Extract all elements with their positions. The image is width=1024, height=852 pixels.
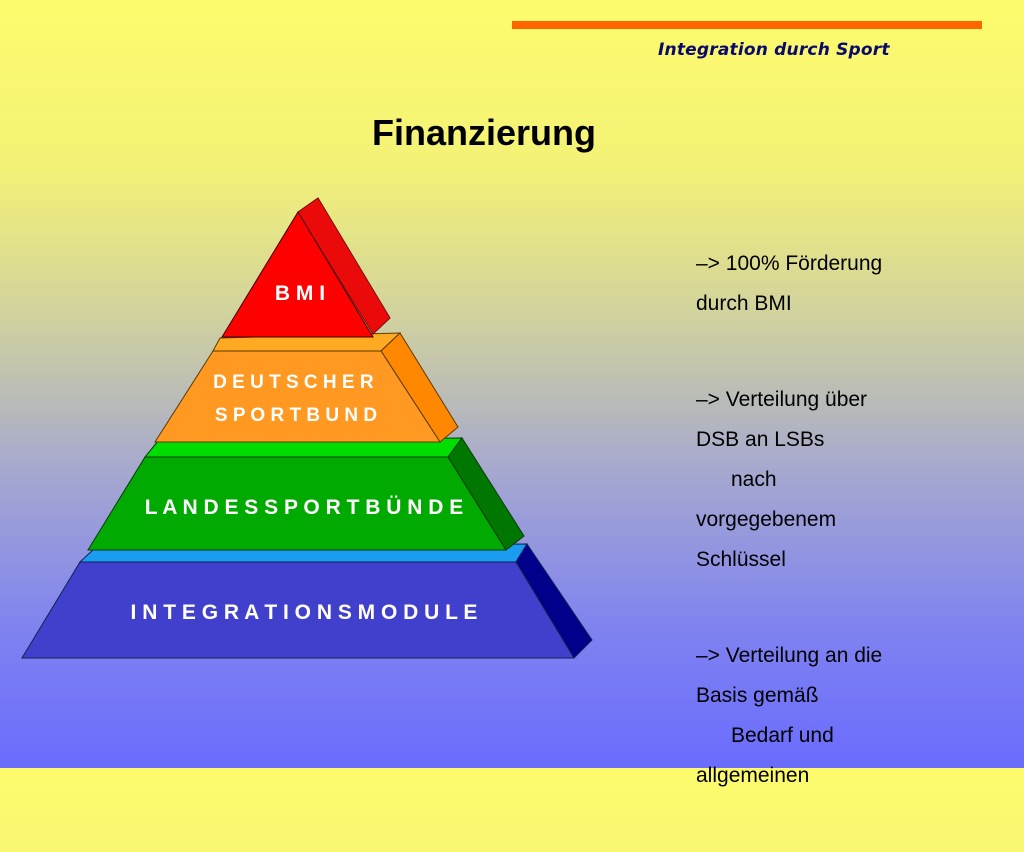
pyramid-level-landessportbuende: L A N D E S S P O R T B Ü N D E bbox=[87, 437, 525, 551]
note-bmi-funding: –> 100% Förderung durch BMI bbox=[696, 244, 1016, 324]
note-line: –> Verteilung an die bbox=[696, 644, 883, 667]
note-line: –> 100% Förderung bbox=[696, 252, 883, 275]
note-line: vorgegebenem bbox=[696, 508, 837, 531]
page-title: Finanzierung bbox=[372, 112, 596, 153]
note-line: Basis gemäß bbox=[696, 684, 819, 707]
note-basis-distribution: –> Verteilung an die Basis gemäß Bedarf … bbox=[696, 636, 1016, 796]
pyramid-label-integrationsmodule: I N T E G R A T I O N S M O D U L E bbox=[131, 601, 478, 624]
note-line: Bedarf und bbox=[731, 724, 834, 747]
pyramid-level-deutscher-sportbund: D E U T S C H E R S P O R T B U N D bbox=[154, 332, 459, 443]
note-line: durch BMI bbox=[696, 292, 792, 315]
header-title: Integration durch Sport bbox=[658, 40, 890, 60]
pyramid-label-landessportbuende: L A N D E S S P O R T B Ü N D E bbox=[145, 496, 464, 519]
notes-list: –> 100% Förderung durch BMI –> Verteilun… bbox=[696, 244, 1016, 852]
pyramid-diagram: I N T E G R A T I O N S M O D U L E L A … bbox=[21, 197, 593, 659]
note-line: allgemeinen bbox=[696, 764, 810, 787]
note-line: –> Verteilung über bbox=[696, 388, 868, 411]
header-accent-bar bbox=[512, 21, 982, 29]
pyramid-label-bmi: B M I bbox=[275, 282, 325, 305]
note-line: DSB an LSBs bbox=[696, 428, 825, 451]
pyramid-level-bmi: B M I bbox=[221, 197, 391, 338]
pyramid-label-deutscher-sportbund: D E U T S C H E R S P O R T B U N D bbox=[213, 372, 379, 426]
note-line: nach bbox=[731, 468, 777, 491]
note-dsb-distribution: –> Verteilung über DSB an LSBs nach vorg… bbox=[696, 380, 1016, 580]
pyramid-level-integrationsmodule: I N T E G R A T I O N S M O D U L E bbox=[21, 543, 593, 659]
note-line: Schlüssel bbox=[696, 548, 786, 571]
